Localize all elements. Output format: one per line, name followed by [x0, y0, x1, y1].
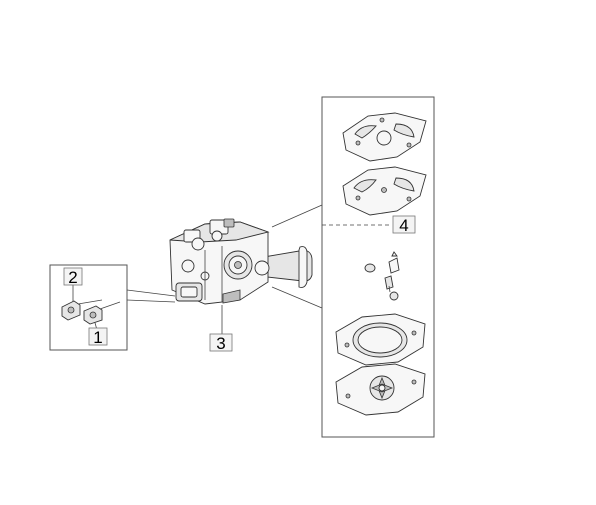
pump-diaphragm — [335, 363, 426, 416]
small-hardware — [364, 251, 400, 301]
callout-2-label: 2 — [68, 268, 77, 287]
callout-4: 4 — [392, 215, 416, 235]
callout-2: 2 — [63, 267, 83, 287]
callout-3: 3 — [209, 333, 233, 353]
gasket-top — [342, 112, 427, 162]
callout-3-label: 3 — [216, 334, 225, 353]
gasket-middle — [342, 166, 427, 216]
callout-4-label: 4 — [399, 216, 408, 235]
leader-lines — [72, 204, 392, 334]
callout-1-label: 1 — [93, 328, 102, 347]
carburetor-body — [169, 218, 313, 305]
callout-1: 1 — [88, 327, 108, 347]
pump-gasket — [335, 313, 426, 366]
adjustment-needles — [61, 299, 121, 325]
